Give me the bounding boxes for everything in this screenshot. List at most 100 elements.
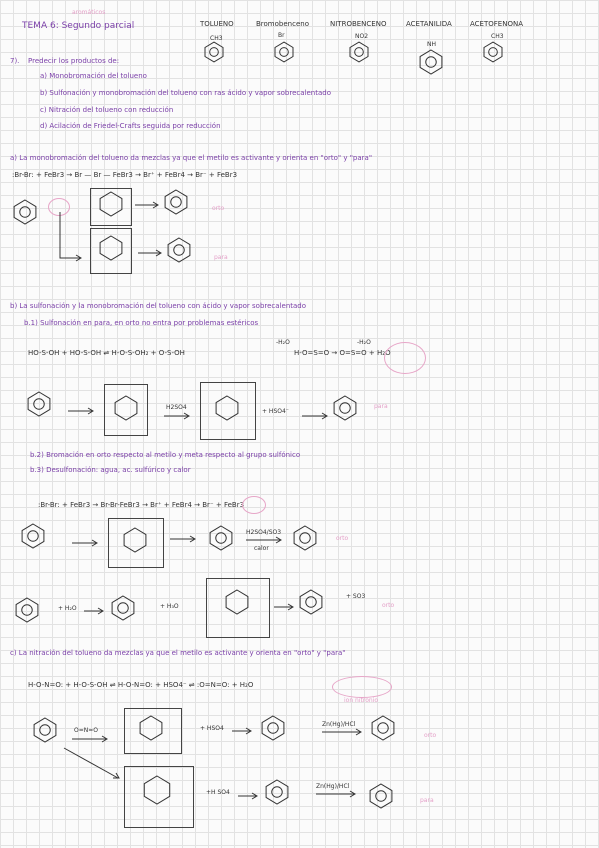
- question-item: b) Sulfonación y monobromación del tolue…: [40, 89, 331, 97]
- substituent-label: Br: [278, 32, 285, 39]
- question-prompt: Predecir los productos de:: [28, 57, 120, 65]
- orientation-label: orto: [382, 602, 395, 609]
- reaction-arrow: [72, 736, 108, 742]
- compound-label: Bromobenceno: [256, 20, 309, 28]
- orientation-label: orto: [336, 535, 349, 542]
- reaction-equation: :Br-Br: + FeBr3 → Br-Br-FeBr3 → Br⁺ + Fe…: [38, 501, 245, 509]
- compound-label: ACETOFENONA: [470, 20, 523, 28]
- electrophile-circle: [384, 342, 426, 374]
- subsection-heading: b.3) Desulfonación: agua, ac. sulfúrico …: [30, 466, 191, 474]
- benzene-ring-icon: [294, 526, 316, 550]
- benzene-ring-icon: [205, 42, 223, 62]
- annotation-note: ion nitronio: [344, 697, 379, 704]
- reaction-equation: H-O-N=O: + H-O-S-OH ⇌ H-O-N=O: + HSO4⁻ ⇌…: [28, 681, 254, 689]
- reaction-arrow: [322, 729, 362, 735]
- benzene-ring-icon: [275, 42, 293, 62]
- reaction-equation: :Br-Br: + FeBr3 → Br — Br — FeBr3 → Br⁺ …: [12, 171, 238, 179]
- compound-label: TOLUENO: [200, 20, 234, 28]
- reagent-label: H2SO4/SO3: [246, 529, 282, 536]
- section-heading: b) La sulfonación y la monobromación del…: [10, 302, 307, 310]
- reagent-label: H2SO4: [166, 404, 187, 411]
- benzene-ring-icon: [124, 528, 146, 552]
- page-title: TEMA 6: Segundo parcial: [22, 21, 135, 31]
- benzene-ring-icon: [370, 784, 392, 808]
- orientation-label: orto: [212, 205, 225, 212]
- intermediate-bracket: [108, 518, 164, 568]
- intermediate-bracket: [104, 384, 148, 436]
- intermediate-bracket: [90, 188, 132, 226]
- benzene-ring-icon: [100, 192, 122, 216]
- benzene-ring-icon: [14, 200, 36, 224]
- orientation-label: para: [374, 403, 388, 410]
- reaction-arrow: [274, 604, 294, 610]
- byproduct-label: + H₃O: [160, 603, 179, 610]
- reaction-arrow: [246, 537, 282, 543]
- question-item: d) Acilación de Friedel-Crafts seguida p…: [40, 122, 221, 130]
- benzene-ring-icon: [350, 42, 368, 62]
- electrophile-circle: [332, 676, 392, 698]
- benzene-ring-icon: [334, 396, 356, 420]
- benzene-ring-icon: [262, 716, 284, 740]
- benzene-ring-icon: [112, 596, 134, 620]
- benzene-ring-icon: [115, 396, 137, 420]
- mechanism-arrow: [40, 210, 84, 260]
- reactive-circle: [48, 198, 70, 216]
- intermediate-bracket: [124, 766, 194, 828]
- subsection-heading: b.1) Sulfonación en para, en orto no ent…: [24, 319, 259, 327]
- orientation-label: orto: [424, 732, 437, 739]
- benzene-ring-icon: [34, 718, 56, 742]
- benzene-ring-icon: [22, 524, 44, 548]
- benzene-ring-icon: [420, 50, 442, 74]
- subsection-heading: b.2) Bromación en orto respecto al metil…: [30, 451, 301, 459]
- benzene-ring-icon: [266, 780, 288, 804]
- benzene-ring-icon: [144, 776, 170, 804]
- annotation-note: aromáticos: [72, 9, 106, 16]
- reagent-label: calor: [254, 545, 269, 552]
- benzene-ring-icon: [165, 190, 187, 214]
- reaction-arrow: [138, 250, 162, 256]
- benzene-ring-icon: [168, 238, 190, 262]
- substituent-label: NH: [427, 41, 436, 48]
- byproduct-label: + SO3: [346, 593, 366, 600]
- reagent-label: Zn(Hg)/HCl: [322, 721, 356, 728]
- benzene-ring-icon: [210, 526, 232, 550]
- reaction-arrow: [238, 793, 258, 799]
- compound-label: ACETANILIDA: [406, 20, 452, 28]
- reaction-arrow: [170, 536, 196, 542]
- section-heading: a) La monobromación del tolueno da mezcl…: [10, 154, 373, 162]
- reaction-arrow: [302, 413, 328, 419]
- orientation-label: para: [214, 254, 228, 261]
- benzene-ring-icon: [226, 590, 248, 614]
- reaction-arrow: [316, 791, 356, 797]
- benzene-ring-icon: [140, 716, 162, 740]
- reaction-arrow: [135, 202, 159, 208]
- compound-label: NITROBENCENO: [330, 20, 387, 28]
- reagent-label: + H₂O: [58, 605, 77, 612]
- substituent-label: CH3: [210, 35, 223, 42]
- reaction-condition: -H₂O: [357, 339, 371, 346]
- substituent-label: NO2: [355, 33, 369, 40]
- benzene-ring-icon: [16, 598, 38, 622]
- question-item: c) Nitración del tolueno con reducción: [40, 106, 174, 114]
- intermediate-bracket: [124, 708, 182, 754]
- intermediate-bracket: [200, 382, 256, 440]
- question-number: 7).: [10, 57, 20, 65]
- benzene-ring-icon: [300, 590, 322, 614]
- reaction-arrow: [164, 413, 190, 419]
- benzene-ring-icon: [484, 42, 502, 62]
- reaction-arrow: [232, 728, 252, 734]
- question-item: a) Monobromación del tolueno: [40, 72, 147, 80]
- reaction-arrow: [68, 408, 94, 414]
- benzene-ring-icon: [100, 236, 122, 260]
- reaction-arrow: [72, 540, 98, 546]
- reaction-equation: HO-S-OH + HO-S-OH ⇌ H-O-S-OH₂ + O-S-OH: [28, 349, 185, 357]
- reaction-arrow: [84, 608, 104, 614]
- byproduct-label: +H SO4: [206, 789, 230, 796]
- reagent-label: O=N=O: [74, 727, 98, 734]
- byproduct-label: + HSO4⁻: [262, 408, 289, 415]
- intermediate-bracket: [90, 228, 132, 274]
- section-heading: c) La nitración del tolueno da mezclas y…: [10, 649, 346, 657]
- byproduct-label: + HSO4: [200, 725, 224, 732]
- benzene-ring-icon: [216, 396, 238, 420]
- reagent-label: Zn(Hg)/HCl: [316, 783, 350, 790]
